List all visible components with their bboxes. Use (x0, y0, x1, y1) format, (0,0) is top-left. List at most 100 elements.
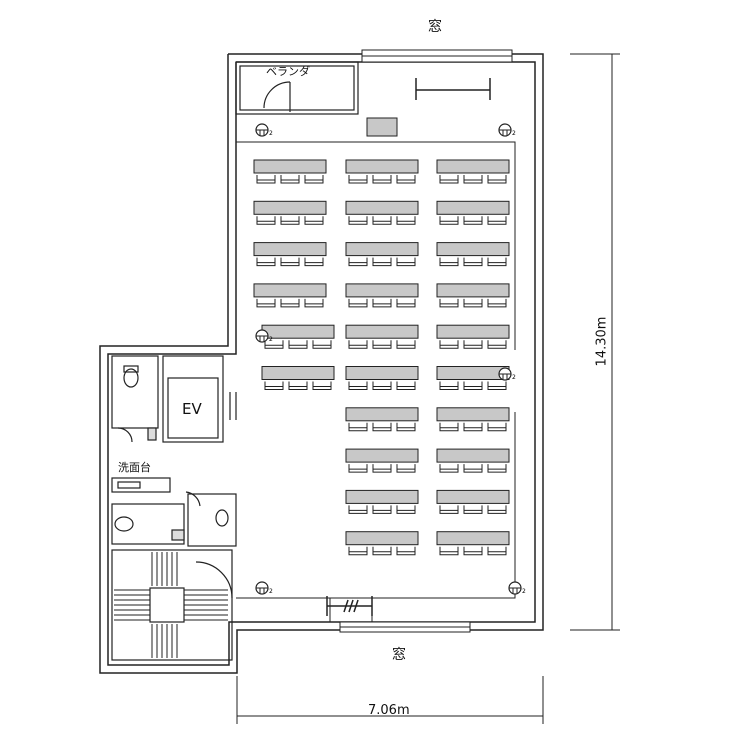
outlet-count: 2 (522, 588, 526, 595)
toilet-room-3 (187, 493, 237, 547)
chair (372, 216, 392, 225)
desk-unit (253, 200, 327, 225)
window-bottom-label: 窓 (392, 647, 406, 663)
chair (396, 546, 416, 556)
main-hall-wall (99, 53, 544, 674)
desk (436, 407, 510, 422)
chair (487, 298, 507, 308)
chair (372, 464, 392, 473)
desk (436, 283, 510, 298)
chair (439, 422, 459, 432)
lectern (366, 117, 398, 137)
chair (348, 216, 368, 225)
toilet-2-icon (114, 516, 134, 532)
chair (348, 381, 368, 390)
outlet-icon: 2 (255, 581, 273, 595)
desk-unit (436, 366, 510, 390)
chair (280, 257, 300, 267)
desk-unit (345, 531, 419, 556)
chair (372, 422, 392, 432)
chair (372, 340, 392, 349)
desk-unit (345, 242, 419, 267)
outlet-icon: 2 (508, 581, 526, 595)
desk (345, 283, 419, 298)
desk-unit (261, 366, 335, 390)
desk (253, 200, 327, 215)
desk (436, 366, 510, 380)
desk-unit (436, 407, 510, 432)
desk-unit (261, 324, 335, 349)
desk-unit (436, 200, 510, 225)
outlet-count: 2 (269, 130, 273, 137)
desk-unit (436, 448, 510, 473)
desk (436, 448, 510, 463)
bottom-window (339, 621, 471, 633)
stair-core (111, 549, 233, 661)
desk-unit (345, 283, 419, 308)
depth-dimension-label: 14.30m (594, 316, 610, 367)
outlet-count: 2 (512, 374, 516, 381)
chair (396, 257, 416, 267)
chair (264, 381, 284, 390)
chair (463, 464, 483, 473)
desk (345, 200, 419, 215)
hall-partitions (235, 141, 516, 622)
chair (439, 546, 459, 556)
desk (345, 242, 419, 257)
chair (439, 175, 459, 184)
outlet-icon: 2 (498, 367, 516, 381)
chair (348, 257, 368, 267)
outlet-icon: 2 (498, 123, 516, 137)
top-window (361, 49, 513, 63)
elevator-shaft (162, 355, 224, 443)
chair (264, 340, 284, 349)
chair (304, 298, 324, 308)
chair (487, 546, 507, 556)
elevator-car (167, 377, 219, 439)
chair (372, 505, 392, 514)
chair (439, 464, 459, 473)
chair (304, 216, 324, 225)
chair (312, 381, 332, 390)
chair (396, 505, 416, 514)
chair (439, 216, 459, 225)
desk-unit (345, 366, 419, 390)
chair (256, 216, 276, 225)
desk (345, 448, 419, 463)
chair (463, 298, 483, 308)
desk-unit (436, 283, 510, 308)
chair (487, 257, 507, 267)
chair (288, 381, 308, 390)
desk (253, 159, 327, 174)
chair (372, 546, 392, 556)
chair (396, 216, 416, 225)
desk (345, 407, 419, 422)
outlet-count: 2 (269, 336, 273, 343)
desk-unit (345, 448, 419, 473)
desk (253, 242, 327, 257)
chair (439, 298, 459, 308)
desk (345, 489, 419, 504)
chair (487, 216, 507, 225)
desk-unit (345, 324, 419, 349)
chair (463, 257, 483, 267)
chair (487, 422, 507, 432)
chair (439, 505, 459, 514)
chair (396, 298, 416, 308)
outlet-icon: 2 (255, 329, 273, 343)
desk (436, 242, 510, 257)
window-top-label: 窓 (428, 19, 442, 35)
desk-unit (253, 283, 327, 308)
desk-unit (345, 489, 419, 514)
chair (463, 340, 483, 349)
chair (396, 340, 416, 349)
chair (396, 381, 416, 390)
outlet-count: 2 (512, 130, 516, 137)
desk (436, 531, 510, 546)
outer-walls (99, 53, 544, 674)
elevator-label: EV (182, 400, 202, 418)
desk-unit (253, 159, 327, 184)
chair (288, 340, 308, 349)
chair (463, 422, 483, 432)
